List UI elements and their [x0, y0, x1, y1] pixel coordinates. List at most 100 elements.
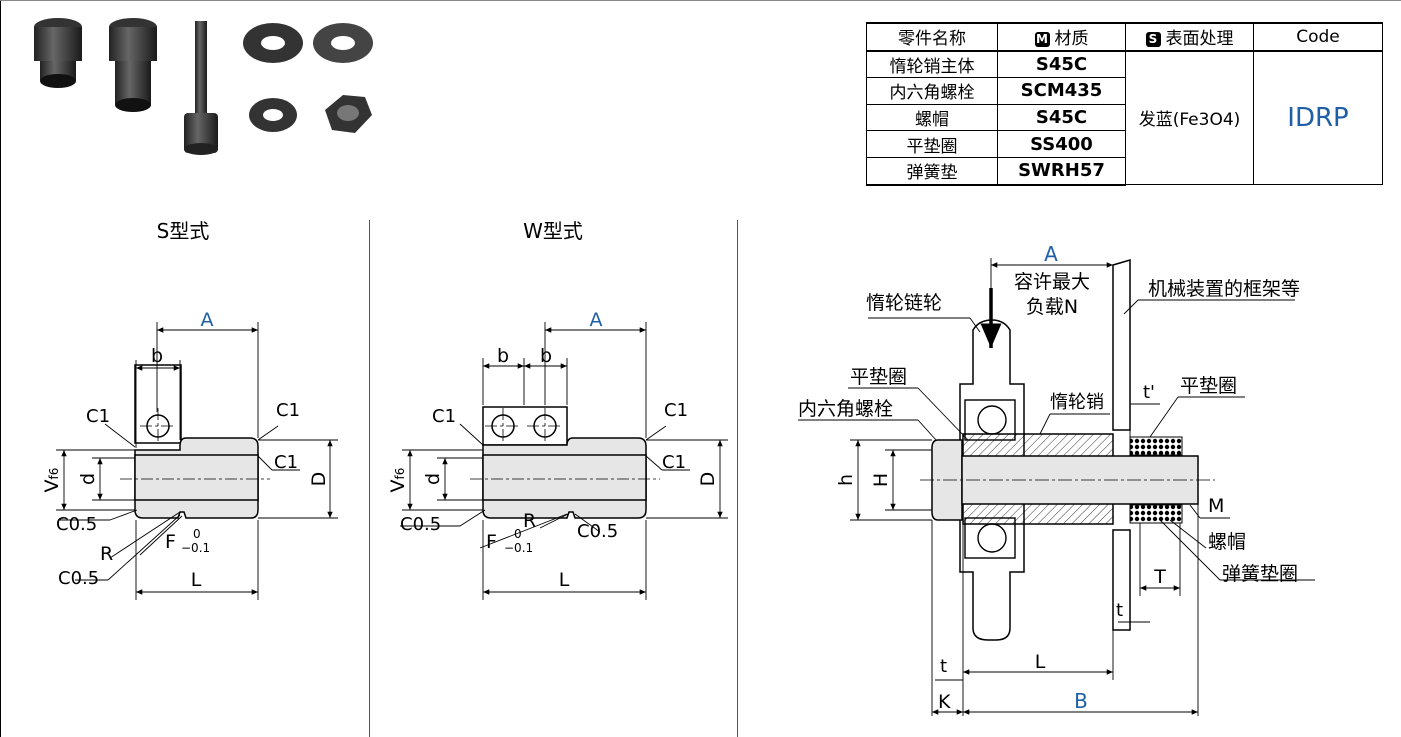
w-type-centerline	[470, 408, 660, 480]
asm-dim-K: K	[938, 691, 951, 713]
asm-load-line2: 负载N	[1026, 296, 1078, 318]
w-label-R: R	[523, 510, 536, 532]
s-label-C05b: C0.5	[58, 568, 99, 589]
w-dim-D: D	[697, 472, 719, 487]
header-material-label: 材质	[1054, 29, 1089, 50]
w-label-C05a: C0.5	[400, 514, 441, 535]
table-row: 弹簧垫 SWRH57	[866, 156, 1383, 186]
w-label-F-low: −0.1	[504, 541, 533, 555]
w-dim-b1: b	[497, 345, 509, 367]
asm-label-M: M	[1208, 495, 1224, 517]
asm-dim-B: B	[1074, 689, 1088, 713]
asm-label-tp: t'	[1143, 382, 1155, 403]
s-dim-b: b	[151, 345, 163, 367]
asm-dim-t1: t	[1116, 600, 1123, 621]
table-row: 螺帽 S45C	[866, 103, 1383, 132]
material-cell: S45C	[997, 50, 1126, 79]
section-divider-2	[737, 220, 738, 737]
frame-plate	[1112, 258, 1131, 631]
s-label-C1b: C1	[276, 400, 300, 421]
s-label-C1a: C1	[86, 406, 110, 427]
assembly-dims	[798, 258, 1315, 716]
s-type-centerline	[120, 408, 270, 480]
w-dim-V: Vf6	[387, 468, 409, 493]
spring-washer-photo	[249, 98, 297, 132]
surface-cell: 发蓝(Fe3O4)	[1125, 50, 1254, 186]
s-dim-d: d	[77, 473, 99, 485]
part-name-cell: 平垫圈	[866, 130, 998, 158]
nut-photo	[325, 95, 372, 133]
part-name-cell: 惰轮销主体	[866, 50, 998, 79]
assembly-drawing: A 容许最大 负载N 惰轮链轮 机械装置的框架等 平垫圈 内六角螺栓 惰轮销 t…	[798, 242, 1315, 716]
w-label-C1b: C1	[664, 400, 688, 421]
w-type-title: W型式	[523, 219, 583, 243]
table-row: 惰轮销主体 S45C 发蓝(Fe3O4) IDRP	[866, 50, 1383, 186]
asm-label-pin: 惰轮销	[1050, 392, 1104, 413]
s-label-F-up: 0	[193, 527, 201, 541]
s-dim-V: Vf6	[41, 468, 63, 493]
asm-label-washer2: 平垫圈	[1180, 375, 1237, 397]
w-dim-L: L	[559, 569, 570, 591]
asm-label-washer1: 平垫圈	[850, 366, 907, 388]
s-dim-L: L	[191, 569, 202, 591]
w-type-drawing: W型式 A b b C1 C1 C1 D Vf6	[387, 219, 728, 600]
washer-photo-1	[243, 23, 303, 63]
frame-top-border	[0, 0, 1401, 1]
w-label-C05b: C0.5	[577, 521, 618, 542]
material-icon: M	[1034, 32, 1050, 48]
asm-label-sprocket: 惰轮链轮	[866, 292, 942, 314]
w-dim-b2: b	[540, 345, 552, 367]
section-divider-1	[369, 220, 370, 737]
w-label-C1a: C1	[432, 406, 456, 427]
material-cell: SWRH57	[997, 156, 1126, 186]
asm-label-bolt: 内六角螺栓	[798, 398, 893, 420]
s-type-title: S型式	[157, 219, 210, 243]
part-name-cell: 弹簧垫	[866, 156, 998, 186]
header-part-name: 零件名称	[866, 22, 998, 52]
frame-left-border	[0, 0, 1, 737]
asm-dim-T: T	[1153, 566, 1166, 588]
w-label-F: F	[486, 531, 497, 553]
asm-dim-L: L	[1035, 651, 1046, 673]
table-row: 平垫圈 SS400	[866, 130, 1383, 158]
asm-label-spring: 弹簧垫圈	[1222, 563, 1298, 585]
asm-dim-h: h	[835, 474, 857, 486]
s-dim-A: A	[201, 309, 214, 331]
material-cell: SCM435	[997, 77, 1126, 105]
s-type-dims	[56, 322, 338, 600]
w-label-C1c: C1	[662, 452, 686, 473]
asm-dim-t2: t	[940, 656, 947, 677]
header-surface-label: 表面处理	[1165, 29, 1234, 50]
w-dim-d: d	[422, 473, 444, 485]
code-cell: IDRP	[1253, 50, 1383, 186]
bolt-photo	[184, 21, 218, 155]
product-photo	[34, 18, 373, 155]
s-label-C1c: C1	[274, 452, 298, 473]
s-label-C05a: C0.5	[56, 514, 97, 535]
asm-dim-H: H	[870, 473, 892, 487]
s-label-F-low: −0.1	[181, 541, 210, 555]
asm-load-line1: 容许最大	[1014, 271, 1090, 293]
s-type-drawing: S型式 A b C1 C1 C1 D Vf6	[41, 219, 338, 600]
s-dim-D: D	[308, 472, 330, 487]
header-code: Code	[1253, 22, 1383, 52]
washer-photo-2	[313, 23, 373, 63]
s-label-R: R	[100, 543, 113, 565]
pin-body-photo-s	[34, 18, 82, 88]
w-label-F-up: 0	[514, 527, 522, 541]
w-type-dims	[400, 322, 728, 600]
asm-label-nut: 螺帽	[1208, 531, 1246, 553]
asm-dim-A: A	[1044, 242, 1058, 266]
material-cell: S45C	[997, 103, 1126, 132]
s-label-F: F	[165, 531, 176, 553]
w-dim-A: A	[590, 309, 603, 331]
asm-label-frame: 机械装置的框架等	[1148, 278, 1300, 300]
part-name-cell: 内六角螺栓	[866, 77, 998, 105]
s-type-body	[134, 364, 259, 519]
pin-body-photo-w	[109, 18, 157, 112]
w-type-body	[482, 406, 647, 519]
